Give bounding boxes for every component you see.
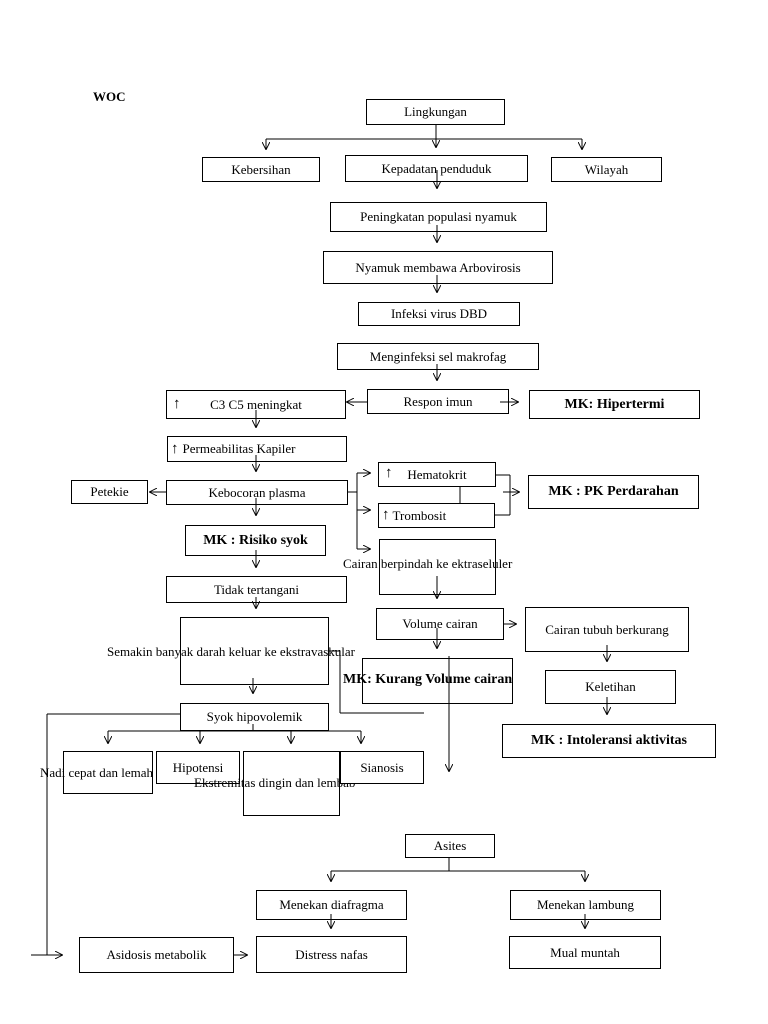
node-wilayah: Wilayah [551,157,662,182]
node-ekstremitas-label: Ekstremitas dingin dan lembab [194,775,356,790]
node-permeabilitas-kapiler: ↑Permeabilitas Kapiler [167,436,347,462]
mk-kurang-volume-label: MK: Kurang Volume cairan [343,672,513,687]
node-hematokrit: ↑ Hematokrit [378,462,496,487]
node-cairan-berpindah-label: Cairan berpindah ke ektraseluler [343,556,513,571]
node-distress-nafas: Distress nafas [256,936,407,973]
mk-pk-perdarahan: MK : PK Perdarahan [528,475,699,509]
node-trombosit: ↑Trombosit [378,503,495,528]
up-arrow-icon: ↑ [382,507,390,523]
node-asites: Asites [405,834,495,858]
node-hipotensi: Hipotensi [156,751,240,784]
up-arrow-icon: ↑ [385,465,393,481]
node-lingkungan: Lingkungan [366,99,505,125]
node-sianosis: Sianosis [340,751,424,784]
mk-kurang-volume-box [362,658,513,704]
up-arrow-icon: ↑ [171,440,179,457]
node-asidosis-metabolik: Asidosis metabolik [79,937,234,973]
node-kebersihan: Kebersihan [202,157,320,182]
node-trombosit-label: Trombosit [392,507,447,523]
node-peningkatan-populasi: Peningkatan populasi nyamuk [330,202,547,232]
node-volume-cairan: Volume cairan [376,608,504,640]
diagram-title: WOC [93,89,126,104]
node-ekstremitas-box [243,751,340,816]
node-mual-muntah: Mual muntah [509,936,661,969]
node-nadi-label: Nadi cepat dan lemah [40,765,153,780]
node-keletihan: Keletihan [545,670,676,704]
node-menginfeksi-makrofag: Menginfeksi sel makrofag [337,343,539,370]
node-hematokrit-label: Hematokrit [407,466,467,482]
node-nadi-box [63,751,153,794]
up-arrow-icon: ↑ [173,396,181,412]
node-petekie: Petekie [71,480,148,504]
node-infeksi-dbd: Infeksi virus DBD [358,302,520,326]
mk-intoleransi-aktivitas: MK : Intoleransi aktivitas [502,724,716,758]
node-permeabilitas-label: Permeabilitas Kapiler [182,441,296,456]
node-semakin-banyak-label: Semakin banyak darah keluar ke ekstravas… [107,644,355,659]
node-semakin-banyak-box [180,617,329,685]
node-c3c5-label: C3 C5 meningkat [210,396,302,412]
mk-hipertermi: MK: Hipertermi [529,390,700,419]
node-nyamuk-arbovirosis: Nyamuk membawa Arbovirosis [323,251,553,284]
